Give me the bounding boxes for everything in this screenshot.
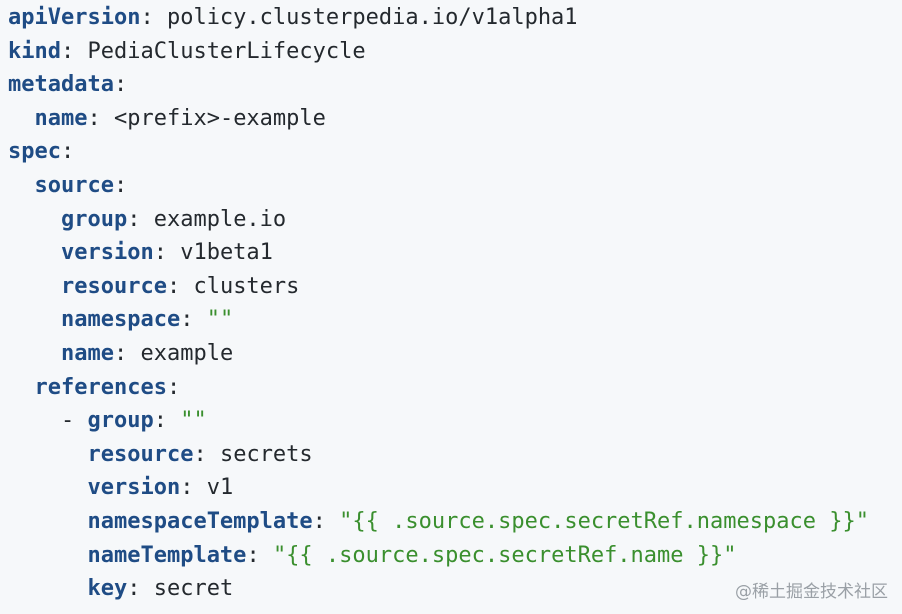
yaml-key: group (87, 408, 154, 434)
yaml-value: example.io (153, 206, 287, 232)
yaml-value: clusters (193, 273, 300, 299)
yaml-string-value: "{{ .source.spec.secretRef.name }}" (272, 542, 737, 568)
yaml-key: kind (8, 38, 61, 64)
code-line-kind: kind: PediaClusterLifecycle (8, 35, 366, 69)
yaml-code-block: apiVersion: policy.clusterpedia.io/v1alp… (8, 0, 894, 614)
yaml-key: key (87, 576, 128, 602)
yaml-value: secret (153, 576, 234, 602)
yaml-string-value: "{{ .source.spec.secretRef.namespace }}" (339, 509, 869, 534)
colon: : (60, 38, 88, 64)
yaml-key: spec (8, 139, 61, 165)
code-line-ref-nametemplate: nameTemplate: "{{ .source.spec.secretRef… (8, 539, 737, 573)
yaml-string-value: "" (180, 408, 207, 434)
code-line-ref-key: key: secret (8, 572, 233, 606)
colon: : (113, 173, 128, 198)
space (74, 408, 87, 433)
yaml-value: <prefix>-example (113, 105, 326, 131)
colon: : (113, 72, 128, 98)
yaml-value: v1 (206, 475, 234, 501)
yaml-key: version (87, 475, 181, 501)
indent (8, 307, 61, 332)
list-dash: - (60, 408, 75, 434)
indent (8, 543, 87, 568)
indent (8, 475, 87, 500)
colon: : (60, 139, 75, 165)
colon: : (180, 475, 207, 501)
code-line-spec: spec: (8, 135, 74, 169)
indent (8, 173, 35, 198)
code-line-source-version: version: v1beta1 (8, 236, 273, 270)
colon: : (87, 105, 114, 131)
colon: : (312, 509, 340, 534)
code-line-ref-group: - group: "" (8, 404, 207, 438)
yaml-key: references (34, 374, 167, 400)
yaml-value: v1beta1 (180, 240, 273, 266)
code-line-source: source: (8, 169, 128, 203)
code-line-ref-resource: resource: secrets (8, 438, 313, 472)
indent (8, 375, 35, 400)
code-line-metadata-name: name: <prefix>-example (8, 102, 326, 136)
yaml-string-value: "" (206, 307, 234, 333)
code-line-ref-version: version: v1 (8, 471, 233, 505)
code-line-metadata: metadata: (8, 68, 127, 102)
yaml-key: name (34, 105, 88, 131)
code-line-apiversion: apiVersion: policy.clusterpedia.io/v1alp… (8, 1, 578, 35)
yaml-key: version (60, 240, 154, 266)
code-line-source-group: group: example.io (8, 203, 286, 237)
indent (8, 207, 61, 232)
indent (8, 576, 87, 601)
colon: : (166, 273, 194, 299)
code-line-source-resource: resource: clusters (8, 270, 299, 304)
yaml-key: namespaceTemplate (87, 509, 313, 534)
indent (8, 442, 87, 467)
yaml-key: nameTemplate (87, 542, 247, 568)
indent (8, 509, 87, 534)
colon: : (153, 240, 181, 266)
yaml-key: apiVersion (8, 5, 141, 30)
yaml-key: resource (60, 273, 167, 299)
colon: : (153, 408, 181, 434)
code-line-references: references: (8, 371, 181, 405)
colon: : (140, 5, 167, 30)
colon: : (193, 441, 220, 467)
code-line-ref-namespacetemplate: namespaceTemplate: "{{ .source.spec.secr… (8, 505, 869, 539)
yaml-key: resource (87, 441, 194, 467)
colon: : (127, 576, 154, 602)
code-line-source-name: name: example (8, 337, 233, 371)
yaml-value: PediaClusterLifecycle (87, 38, 366, 64)
indent (8, 240, 61, 265)
indent (8, 274, 61, 299)
yaml-key: name (60, 341, 114, 366)
yaml-value: secrets (219, 441, 313, 467)
yaml-key: source (34, 173, 114, 198)
yaml-key: group (60, 206, 128, 232)
colon: : (166, 374, 181, 400)
watermark: @稀土掘金技术社区 (735, 582, 888, 602)
code-line-source-namespace: namespace: "" (8, 303, 233, 337)
colon: : (113, 341, 141, 366)
yaml-value: policy.clusterpedia.io/v1alpha1 (166, 5, 578, 30)
yaml-key: metadata (8, 72, 114, 98)
indent (8, 106, 35, 131)
indent (8, 341, 61, 366)
colon: : (246, 542, 273, 568)
colon: : (127, 206, 154, 232)
colon: : (180, 307, 207, 333)
yaml-value: example (140, 341, 234, 366)
yaml-key: namespace (60, 307, 181, 333)
indent (8, 408, 61, 433)
